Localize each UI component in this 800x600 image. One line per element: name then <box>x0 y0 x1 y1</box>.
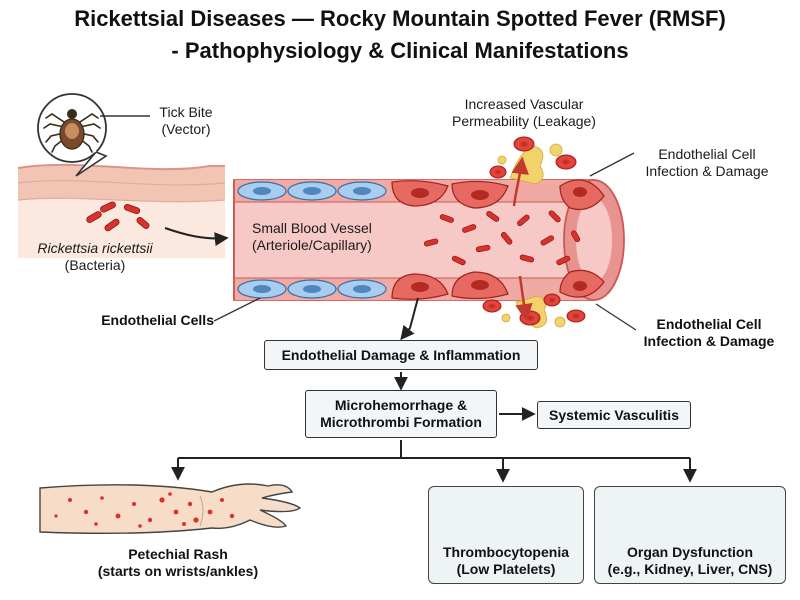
microhemorrhage-text-line2: Microthrombi Formation <box>320 414 482 430</box>
infection-label-bottom: Endothelial Cell Infection & Damage <box>634 316 784 350</box>
petechial-rash-label: Petechial Rash (starts on wrists/ankles) <box>78 546 278 580</box>
petechial-rash-line1: Petechial Rash <box>128 546 228 562</box>
organ-dysfunction-panel <box>594 486 786 584</box>
bacteria-label-line2: (Bacteria) <box>64 256 126 273</box>
systemic-vasculitis-box: Systemic Vasculitis <box>537 401 691 429</box>
thrombocytopenia-panel <box>428 486 584 584</box>
bacteria-label: Rickettsia rickettsii (Bacteria) <box>20 240 170 274</box>
infection-label-top-line1: Endothelial Cell <box>658 146 756 162</box>
flow-arrows <box>171 372 697 483</box>
endothelial-cells-label: Endothelial Cells <box>101 312 214 328</box>
leak-arrow-up <box>511 156 529 207</box>
infection-label-bottom-line1: Endothelial Cell <box>656 316 762 332</box>
microhemorrhage-box: Microhemorrhage & Microthrombi Formation <box>305 390 497 438</box>
thrombocytopenia-line2: (Low Platelets) <box>456 560 556 577</box>
thrombocytopenia-line1: Thrombocytopenia <box>442 544 569 560</box>
leak-arrow-down <box>515 275 533 322</box>
title-line-1: Rickettsial Diseases — Rocky Mountain Sp… <box>74 6 726 31</box>
petechial-rash-line2: (starts on wrists/ankles) <box>97 562 259 579</box>
permeability-label: Increased Vascular Permeability (Leakage… <box>436 96 612 130</box>
bacteria-to-vessel-arrow <box>164 227 229 247</box>
infection-label-bottom-line2: Infection & Damage <box>643 332 775 349</box>
organ-dysfunction-line1: Organ Dysfunction <box>626 544 753 560</box>
endothelial-damage-box: Endothelial Damage & Inflammation <box>264 340 538 370</box>
permeability-label-line1: Increased Vascular <box>464 96 584 112</box>
tick-label: Tick Bite (Vector) <box>146 104 226 138</box>
tick-icon <box>43 109 101 153</box>
microhemorrhage-text-line1: Microhemorrhage & <box>334 397 468 414</box>
tick-label-line2: (Vector) <box>161 120 211 137</box>
systemic-vasculitis-text: Systemic Vasculitis <box>549 406 679 423</box>
bacteria-label-line1: Rickettsia rickettsii <box>37 240 153 256</box>
endothelial-cells-infected <box>391 179 605 300</box>
vessel-label-line2: (Arteriole/Capillary) <box>252 236 372 253</box>
thrombocytopenia-label: Thrombocytopenia (Low Platelets) <box>428 544 584 578</box>
skin-section <box>17 163 226 258</box>
organ-dysfunction-label: Organ Dysfunction (e.g., Kidney, Liver, … <box>594 544 786 578</box>
endothelial-cells-healthy <box>237 181 387 299</box>
title-line-2: - Pathophysiology & Clinical Manifestati… <box>171 38 629 63</box>
leader-lines <box>213 152 637 331</box>
vessel-to-damage-arrow <box>400 297 419 341</box>
permeability-label-line2: Permeability (Leakage) <box>452 112 596 129</box>
arm-rash-illustration <box>39 483 302 535</box>
organ-dysfunction-line2: (e.g., Kidney, Liver, CNS) <box>607 560 773 577</box>
tick-label-line1: Tick Bite <box>159 104 213 120</box>
infection-label-top: Endothelial Cell Infection & Damage <box>632 146 782 180</box>
vessel-label: Small Blood Vessel (Arteriole/Capillary) <box>252 220 392 254</box>
infection-label-top-line2: Infection & Damage <box>645 162 769 179</box>
vessel-bacteria <box>423 210 581 266</box>
vessel-label-line1: Small Blood Vessel <box>252 220 372 236</box>
endothelial-damage-text: Endothelial Damage & Inflammation <box>281 346 521 363</box>
skin-bacteria <box>86 201 150 232</box>
